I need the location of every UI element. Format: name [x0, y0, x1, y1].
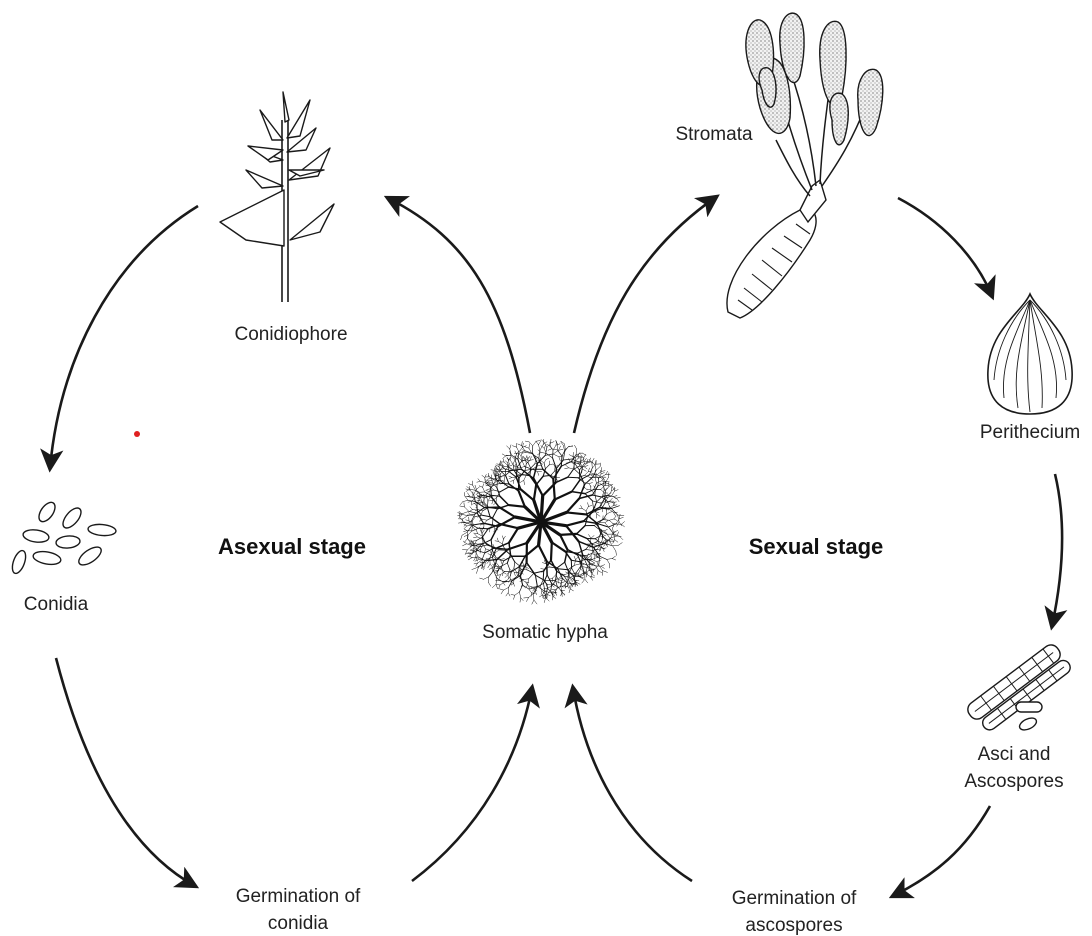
arrow-hypha-to-conidiophore [388, 198, 530, 433]
asci-ascospores-icon [965, 642, 1073, 735]
red-marker-dot [134, 431, 140, 437]
arrow-conidia-to-germination [56, 658, 195, 886]
sexual-stage-title: Sexual stage [749, 534, 884, 559]
somatic-hypha-mycelium-icon [458, 439, 625, 604]
perithecium-label: Perithecium [980, 422, 1080, 443]
germination-conidia-label-line1: Germination of [236, 886, 361, 907]
conidiophore-label: Conidiophore [234, 324, 347, 345]
arrow-germination-ascospores-to-hypha [573, 688, 692, 881]
arrow-germination-conidia-to-hypha [412, 688, 532, 881]
arrow-asci-to-germination [893, 806, 990, 896]
germination-ascospores-label-line2: ascospores [745, 915, 842, 936]
arrow-conidiophore-to-conidia [50, 206, 198, 468]
arrow-hypha-to-stromata [574, 197, 716, 433]
somatic-hypha-label: Somatic hypha [482, 622, 608, 643]
arrow-perithecium-to-asci [1052, 474, 1062, 626]
germination-ascospores-label-line1: Germination of [732, 888, 857, 909]
conidiophore-icon [220, 92, 334, 302]
asci-label-line1: Asci and [978, 744, 1051, 765]
perithecium-icon [988, 294, 1072, 414]
conidia-spores-icon [10, 500, 117, 576]
asci-label-line2: Ascospores [964, 771, 1063, 792]
germination-conidia-label-line2: conidia [268, 913, 329, 934]
stromata-label: Stromata [675, 124, 753, 145]
conidia-label: Conidia [24, 594, 89, 615]
arrow-stromata-to-perithecium [898, 198, 992, 296]
stromata-sclerotium-icon [727, 13, 883, 318]
asexual-stage-title: Asexual stage [218, 534, 366, 559]
